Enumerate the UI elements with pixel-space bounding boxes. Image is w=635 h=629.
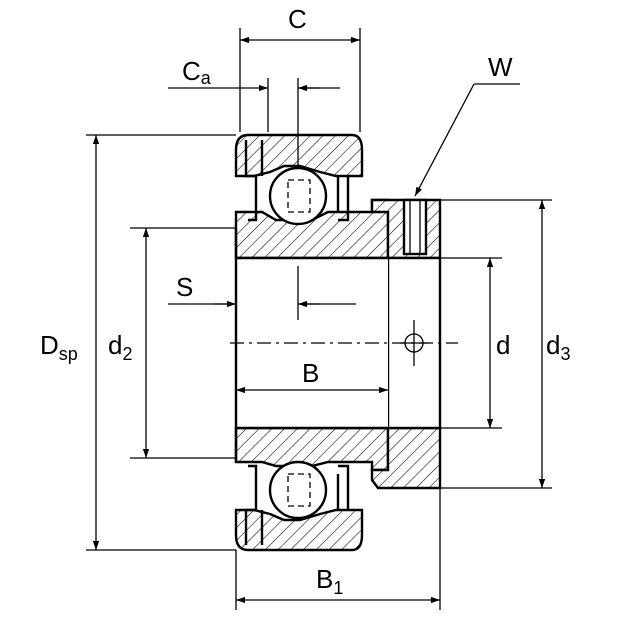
label-s: S: [176, 272, 193, 302]
label-b1: B1: [316, 564, 343, 598]
locking-collar-lower: [370, 426, 442, 490]
label-d3: d3: [546, 330, 570, 364]
label-d: d: [496, 330, 510, 360]
ball-upper: [268, 166, 328, 226]
label-b: B: [302, 358, 319, 388]
seal-lower-left: [244, 464, 264, 545]
label-ca: Ca: [182, 56, 212, 88]
ball-lower: [268, 460, 328, 520]
seal-lower-right: [336, 464, 350, 510]
outer-ring-upper: [234, 133, 364, 178]
label-dsp: Dsp: [40, 330, 78, 364]
label-d2: d2: [108, 330, 132, 364]
label-c: C: [288, 4, 307, 34]
label-w: W: [488, 52, 513, 82]
outer-ring-lower: [234, 508, 364, 552]
seal-upper-left: [244, 140, 264, 222]
dimension-w: [414, 83, 520, 197]
inner-ring-lower: [234, 426, 390, 472]
seal-upper-right: [336, 176, 350, 222]
